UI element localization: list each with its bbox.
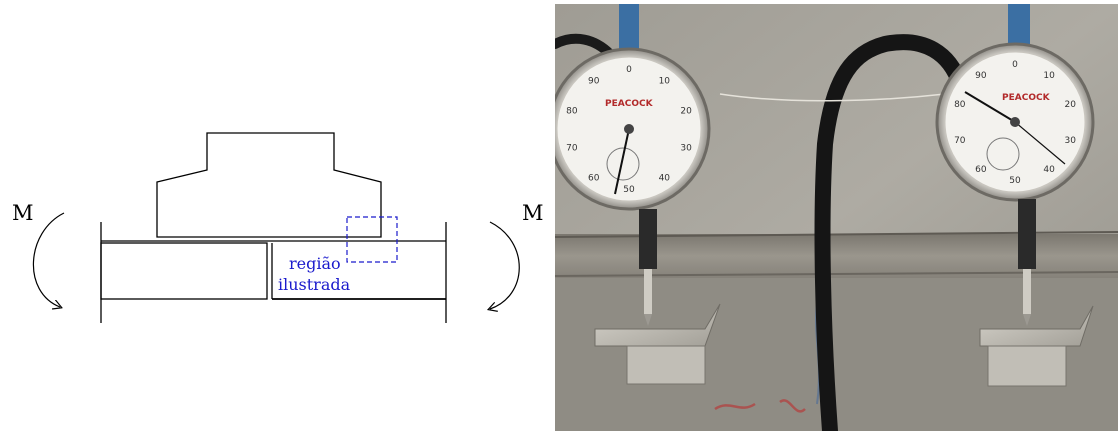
left-gauge-needle bbox=[614, 128, 630, 195]
region-label-line1: região bbox=[289, 254, 341, 273]
dial-number: 0 bbox=[626, 65, 632, 75]
dial-number: 30 bbox=[1064, 136, 1076, 146]
dial-gauge-photo: PEACOCK 0 10 20 30 40 50 60 70 80 90 PEACOCK 0 10 2… bbox=[555, 4, 1118, 431]
dial-number: 30 bbox=[680, 144, 692, 154]
right-moment-arrow bbox=[490, 221, 520, 309]
left-beam-segment bbox=[100, 242, 268, 300]
left-dial-gauge: PEACOCK 0 10 20 30 40 50 60 70 80 90 bbox=[555, 4, 721, 385]
black-cable bbox=[814, 34, 968, 431]
dial-number: 50 bbox=[1009, 176, 1021, 186]
left-gauge-subdial bbox=[606, 147, 640, 181]
dial-number: 60 bbox=[975, 165, 987, 175]
connecting-wire bbox=[719, 93, 946, 102]
right-gauge-hub bbox=[1010, 117, 1020, 127]
dial-number: 40 bbox=[659, 174, 671, 184]
right-gauge-plate bbox=[979, 305, 1094, 347]
dial-number: 60 bbox=[588, 174, 600, 184]
right-moment-label: M bbox=[522, 201, 544, 225]
right-gauge-block bbox=[987, 345, 1067, 387]
dial-number: 20 bbox=[1064, 100, 1076, 110]
illustrated-region-box bbox=[346, 216, 398, 263]
red-mark bbox=[714, 399, 806, 413]
left-gauge-numbers: 0 10 20 30 40 50 60 70 80 90 bbox=[566, 65, 692, 195]
left-gauge-stem bbox=[639, 209, 657, 269]
top-block-outline bbox=[156, 132, 382, 238]
right-gauge-stem-top bbox=[1008, 4, 1030, 44]
dial-number: 80 bbox=[954, 100, 966, 110]
dial-number: 10 bbox=[1043, 71, 1055, 81]
left-moment-arrow bbox=[32, 212, 65, 307]
right-gauge-spindle bbox=[1023, 269, 1031, 314]
right-gauge-needle-2 bbox=[1014, 121, 1066, 165]
dial-number: 50 bbox=[623, 185, 635, 195]
left-gauge-stem-top bbox=[619, 4, 639, 49]
right-gauge-brand: PEACOCK bbox=[1002, 93, 1051, 103]
right-dial-gauge: PEACOCK 0 10 20 30 40 50 60 70 80 90 bbox=[935, 4, 1095, 387]
right-gauge-numbers: 0 10 20 30 40 50 60 70 80 90 bbox=[954, 60, 1076, 186]
left-gauge-brand: PEACOCK bbox=[605, 99, 654, 109]
region-label-line2: ilustrada bbox=[278, 275, 351, 294]
joint-diagram: região ilustrada M M bbox=[12, 132, 544, 323]
right-gauge-tip bbox=[1023, 314, 1031, 326]
dial-number: 0 bbox=[1012, 60, 1018, 70]
dial-number: 90 bbox=[588, 77, 600, 87]
left-gauge-tip bbox=[644, 314, 652, 326]
left-moment-label: M bbox=[12, 201, 34, 225]
dial-number: 90 bbox=[975, 71, 987, 81]
left-gauge-plate bbox=[594, 303, 721, 347]
right-gauge-stem bbox=[1018, 199, 1036, 269]
right-gauge-needle bbox=[964, 91, 1016, 123]
right-gauge-subdial bbox=[986, 137, 1020, 171]
left-gauge-block bbox=[626, 345, 706, 385]
dial-number: 80 bbox=[566, 107, 578, 117]
dial-number: 40 bbox=[1043, 165, 1055, 175]
black-cable-left bbox=[555, 33, 615, 59]
left-gauge-hub bbox=[624, 124, 634, 134]
dial-number: 20 bbox=[680, 107, 692, 117]
left-gauge-spindle bbox=[644, 269, 652, 314]
dial-number: 70 bbox=[954, 136, 966, 146]
dial-number: 10 bbox=[659, 77, 671, 87]
dial-number: 70 bbox=[566, 144, 578, 154]
